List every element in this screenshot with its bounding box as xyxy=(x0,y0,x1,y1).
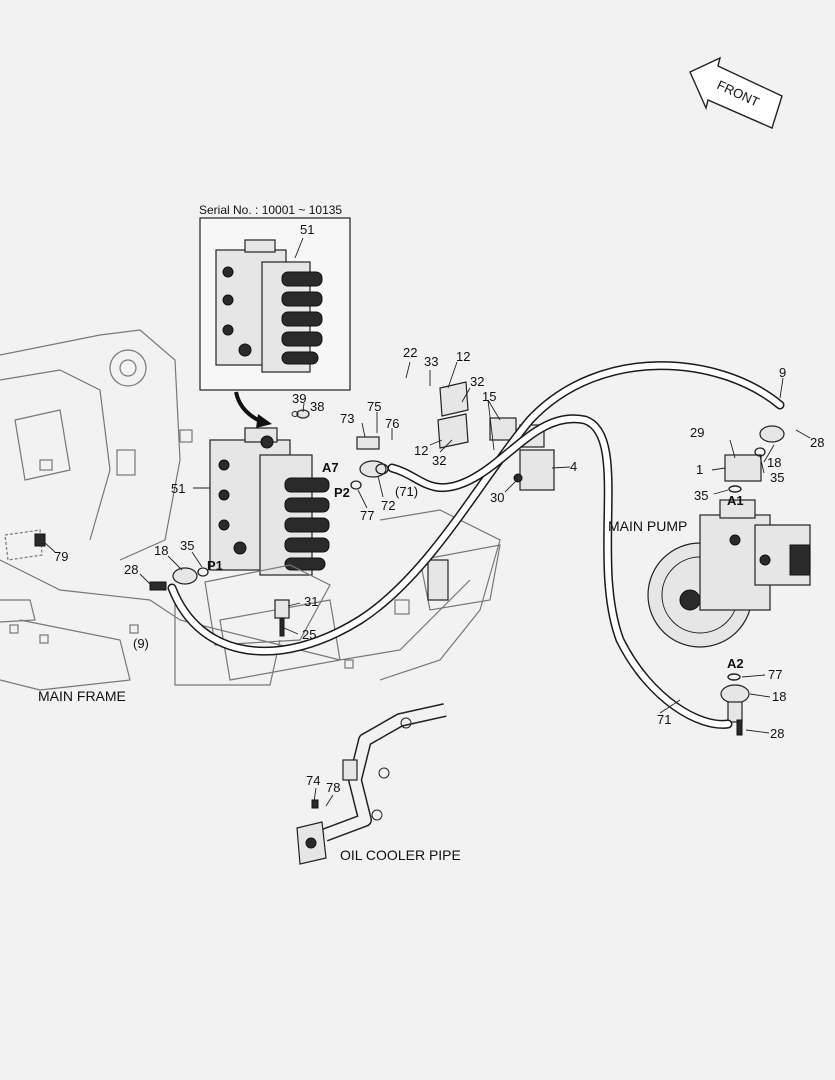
callout-18-valve: 18 xyxy=(154,543,168,558)
callout-32-bottom: 32 xyxy=(432,453,446,468)
callout-76: 76 xyxy=(385,416,399,431)
callout-32-top: 32 xyxy=(470,374,484,389)
front-arrow-icon: FRONT xyxy=(689,56,783,129)
valve-fittings xyxy=(149,409,389,591)
callout-31: 31 xyxy=(304,594,318,609)
callout-71: 71 xyxy=(657,712,671,727)
port-a7: A7 xyxy=(322,460,339,475)
callout-30: 30 xyxy=(490,490,504,505)
callout-9: 9 xyxy=(779,365,786,380)
port-a2: A2 xyxy=(727,656,744,671)
callout-15: 15 xyxy=(482,389,496,404)
callout-77-pump: 77 xyxy=(768,667,782,682)
hose-71 xyxy=(387,414,733,729)
callout-51: 51 xyxy=(171,481,185,496)
callout-18-pump: 18 xyxy=(767,455,781,470)
callout-33: 33 xyxy=(424,354,438,369)
inset-pointer-head xyxy=(256,414,272,428)
oil-cooler-pipe-drawing xyxy=(296,703,447,865)
inset-part-label: 51 xyxy=(300,222,314,237)
main-frame-caption: MAIN FRAME xyxy=(38,688,126,704)
hose-9 xyxy=(167,361,785,656)
inset-control-valve xyxy=(215,239,323,373)
main-frame-drawing xyxy=(0,329,501,691)
callout-71-ref: (71) xyxy=(395,484,418,499)
bracket-79-drawing xyxy=(34,533,46,547)
callout-9-ref: (9) xyxy=(133,636,149,651)
main-pump-drawing xyxy=(647,499,811,648)
callout-25: 25 xyxy=(302,627,316,642)
callout-72: 72 xyxy=(381,498,395,513)
callout-79: 79 xyxy=(54,549,68,564)
callout-38: 38 xyxy=(310,399,324,414)
callout-78: 78 xyxy=(326,780,340,795)
callout-4: 4 xyxy=(570,459,577,474)
control-valve xyxy=(209,427,330,576)
callout-35-pump-left: 35 xyxy=(694,488,708,503)
callout-77-valve: 77 xyxy=(360,508,374,523)
callout-73: 73 xyxy=(340,411,354,426)
callout-29: 29 xyxy=(690,425,704,440)
a2-fitting xyxy=(720,673,750,736)
callout-12-bottom: 12 xyxy=(414,443,428,458)
callout-35-pump-right: 35 xyxy=(770,470,784,485)
callout-28-valve: 28 xyxy=(124,562,138,577)
callout-28-pump: 28 xyxy=(810,435,824,450)
main-pump-caption: MAIN PUMP xyxy=(608,518,687,534)
port-p1: P1 xyxy=(207,558,223,573)
serial-inset: Serial No. : 10001 ~ 10135 51 xyxy=(199,203,351,391)
leader-lines xyxy=(43,361,811,807)
callout-12-top: 12 xyxy=(456,349,470,364)
pump-block xyxy=(724,425,785,493)
callout-18-a2: 18 xyxy=(772,689,786,704)
callout-28-a2: 28 xyxy=(770,726,784,741)
callout-39: 39 xyxy=(292,391,306,406)
callout-35-valve: 35 xyxy=(180,538,194,553)
port-p2: P2 xyxy=(334,485,350,500)
callout-75: 75 xyxy=(367,399,381,414)
port-a1: A1 xyxy=(727,493,744,508)
callout-74: 74 xyxy=(306,773,320,788)
callout-22: 22 xyxy=(403,345,417,360)
oil-cooler-pipe-caption: OIL COOLER PIPE xyxy=(340,847,461,863)
inset-title: Serial No. : 10001 ~ 10135 xyxy=(199,203,342,217)
callout-1: 1 xyxy=(696,462,703,477)
